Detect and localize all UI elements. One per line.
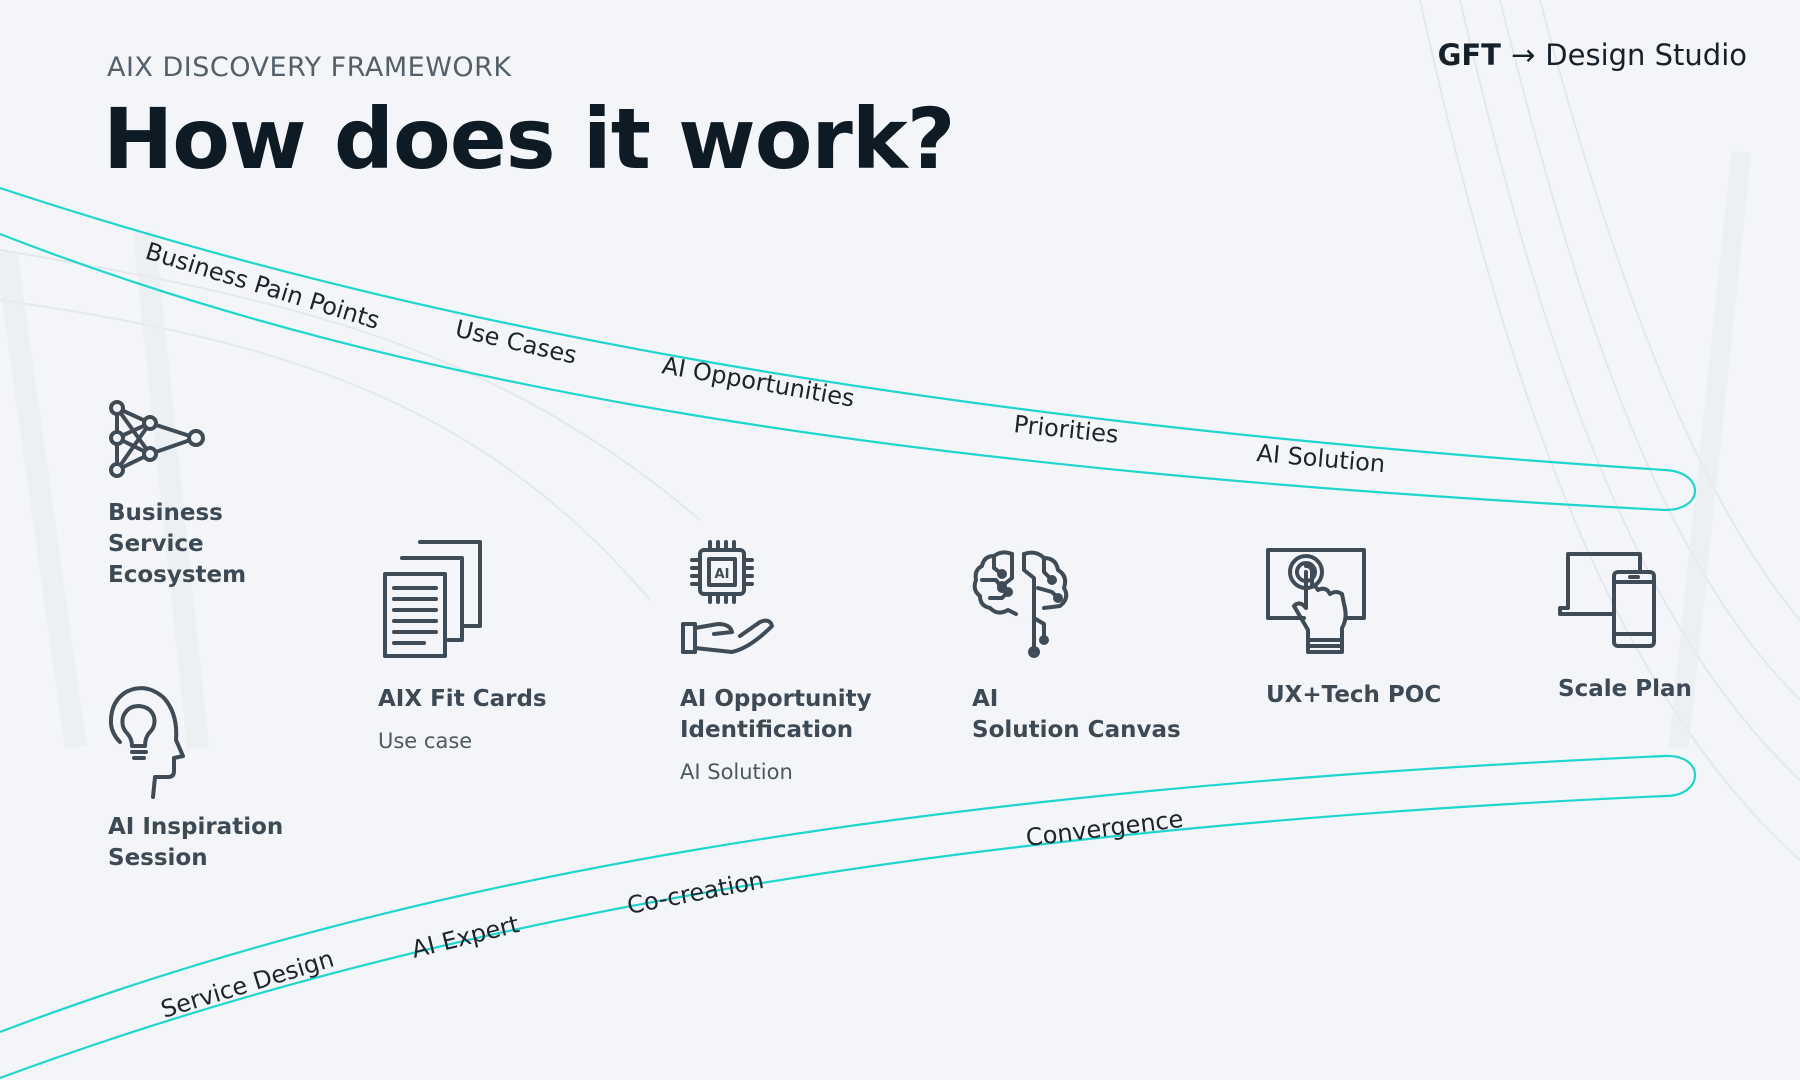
step-label: AI Solution Canvas bbox=[972, 686, 1181, 743]
bottom-ribbon bbox=[0, 754, 1697, 1080]
brand-logo: GFT → Design Studio bbox=[1438, 38, 1747, 72]
devices-icon bbox=[1558, 552, 1656, 648]
head-lightbulb-icon bbox=[108, 686, 185, 799]
bottom-ribbon-label: Service Design bbox=[158, 945, 338, 1024]
touch-screen-icon bbox=[1266, 548, 1366, 654]
step-ai-inspiration-session: AI Inspiration Session bbox=[108, 684, 283, 874]
step-label: AI Inspiration Session bbox=[108, 814, 284, 871]
step-label: AI Opportunity Identification bbox=[680, 686, 872, 743]
neural-network-icon bbox=[109, 400, 205, 478]
step-scale-plan: Scale Plan bbox=[1558, 550, 1692, 705]
step-aix-fit-cards: AIX Fit Cards Use case bbox=[378, 540, 547, 753]
bottom-ribbon-label: Convergence bbox=[1024, 805, 1184, 852]
circuit-brain-icon bbox=[972, 550, 1069, 658]
brand-studio: Design Studio bbox=[1545, 38, 1747, 72]
step-ai-solution-canvas: AI Solution Canvas bbox=[972, 548, 1181, 746]
step-label: AIX Fit Cards bbox=[378, 686, 547, 712]
page-title: How does it work? bbox=[103, 90, 955, 188]
top-ribbon-label: Use Cases bbox=[453, 315, 580, 370]
svg-text:AI: AI bbox=[715, 567, 730, 582]
step-label: Scale Plan bbox=[1558, 676, 1692, 702]
step-subtitle: Use case bbox=[378, 729, 473, 753]
step-label: UX+Tech POC bbox=[1266, 682, 1442, 708]
step-subtitle: AI Solution bbox=[680, 760, 793, 784]
stacked-cards-icon bbox=[383, 540, 482, 658]
bottom-ribbon-label: AI Expert bbox=[409, 910, 522, 964]
framework-kicker: AIX DISCOVERY FRAMEWORK bbox=[107, 52, 512, 83]
step-ux-tech-poc: UX+Tech POC bbox=[1266, 548, 1441, 711]
brand-name: GFT bbox=[1437, 38, 1501, 72]
top-ribbon bbox=[0, 186, 1696, 512]
bottom-ribbon-label: Co-creation bbox=[625, 866, 766, 920]
step-business-service-ecosystem: Business Service Ecosystem bbox=[108, 400, 246, 591]
arrow-right-icon: → bbox=[1510, 38, 1536, 72]
ai-chip-hand-icon: AI bbox=[681, 540, 774, 654]
step-label: Business Service Ecosystem bbox=[108, 500, 247, 588]
step-ai-opportunity-identification: AI AI Opportunity Identification AI Solu… bbox=[680, 540, 872, 784]
top-ribbon-label: AI Opportunities bbox=[660, 351, 857, 412]
top-ribbon-label: AI Solution bbox=[1255, 439, 1386, 478]
top-ribbon-label: Priorities bbox=[1012, 410, 1120, 449]
